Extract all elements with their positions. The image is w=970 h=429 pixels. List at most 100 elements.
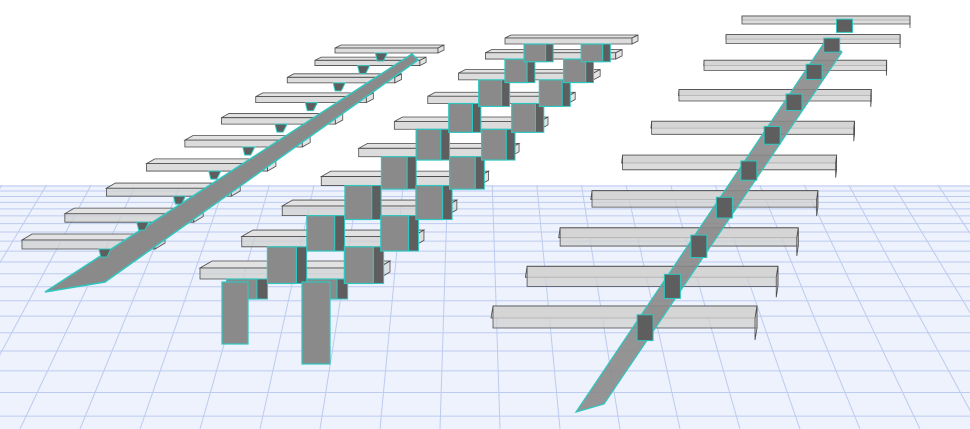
stringer-connector <box>636 314 654 342</box>
zigzag-stringer-side <box>372 246 385 284</box>
grid-line <box>937 184 970 235</box>
zigzag-stringer-block <box>380 215 410 252</box>
zigzag-stringer-block <box>266 246 298 285</box>
tread-front <box>504 37 633 45</box>
stringer-connector <box>763 125 781 145</box>
stringer-bracket <box>274 123 288 133</box>
zigzag-stringer-side <box>336 278 349 300</box>
tread-front <box>526 265 779 287</box>
grid-line <box>714 184 801 429</box>
zigzag-stringer-side <box>334 215 346 252</box>
tread-side <box>775 266 779 298</box>
zigzag-stringer-side <box>534 103 545 133</box>
stringer-bracket <box>172 195 187 205</box>
stringer-leg <box>301 281 331 365</box>
stringer-bracket <box>332 82 346 92</box>
tread-side <box>870 89 872 108</box>
zigzag-stringer-side <box>585 58 594 84</box>
grid-line <box>259 184 315 429</box>
zigzag-stringer-side <box>472 103 482 133</box>
stringer-bracket <box>98 248 112 258</box>
stringer-connector <box>823 37 841 53</box>
zigzag-stringer-side <box>442 185 453 221</box>
zigzag-stringer-side <box>406 156 417 190</box>
tread-side <box>754 305 758 341</box>
tread-top <box>504 34 639 39</box>
zigzag-stringer-side <box>561 79 571 107</box>
tread-front <box>651 120 855 135</box>
zigzag-stringer-side <box>505 128 516 161</box>
tread-side <box>615 48 623 60</box>
zigzag-stringer-side <box>295 246 308 284</box>
tread-side <box>796 227 799 256</box>
tread-front <box>678 89 872 102</box>
stringer <box>44 53 420 293</box>
zigzag-stringer-block <box>448 156 476 190</box>
stringer-connector <box>663 273 681 299</box>
stair-double-stringer[interactable] <box>198 34 639 365</box>
grid-line <box>0 184 47 264</box>
zigzag-stringer-block <box>306 215 336 252</box>
stringer-connector <box>715 196 733 219</box>
grid-line <box>0 184 92 356</box>
tread-side <box>816 190 819 217</box>
stringer-bracket <box>374 52 389 62</box>
zigzag-stringer-side <box>474 156 485 190</box>
tread-front <box>334 47 439 54</box>
zigzag-stringer-block <box>448 102 474 133</box>
zigzag-stringer-block <box>415 128 442 161</box>
stringer-connector <box>740 160 758 181</box>
tread-front <box>703 59 888 71</box>
zigzag-stringer-side <box>501 79 511 107</box>
grid-line <box>803 184 921 429</box>
stringer-bracket <box>304 102 319 112</box>
tread-side <box>853 121 855 142</box>
stringer-bracket <box>242 146 256 156</box>
stringer-bracket <box>208 170 222 180</box>
stringer-connector <box>785 93 803 111</box>
zigzag-stringer-block <box>415 184 444 221</box>
grid-line <box>139 184 226 429</box>
zigzag-stringer-side <box>545 43 554 63</box>
tread-side <box>437 44 445 54</box>
stair-central-stringer[interactable] <box>490 15 911 414</box>
grid-line <box>893 184 970 314</box>
zigzag-stringer-block <box>580 43 604 63</box>
tread-front <box>741 15 911 25</box>
stringer-connector <box>805 63 823 80</box>
grid-line <box>759 184 861 429</box>
zigzag-stringer-side <box>371 185 382 221</box>
grid-line <box>319 184 360 429</box>
tread-top <box>334 44 445 49</box>
zigzag-stringer-block <box>523 43 547 63</box>
tread-front <box>591 190 819 208</box>
zigzag-stringer-block <box>504 58 528 84</box>
tread-side <box>835 155 838 178</box>
zigzag-stringer-block <box>344 184 373 221</box>
zigzag-stringer-block <box>562 58 587 84</box>
zigzag-stringer-block <box>538 79 563 107</box>
tread-side <box>394 73 402 84</box>
tread-side <box>631 34 639 45</box>
grid-line <box>19 184 137 429</box>
stringer-connector <box>690 234 708 259</box>
tread-front <box>725 34 901 44</box>
zigzag-stringer-block <box>478 79 503 107</box>
zigzag-stringer-side <box>408 215 419 252</box>
grid-line <box>848 184 970 412</box>
zigzag-stringer-block <box>511 102 537 133</box>
tread-front <box>622 154 838 171</box>
grid-line <box>439 184 449 429</box>
zigzag-stringer-block <box>481 128 507 161</box>
tread-front <box>559 227 799 247</box>
stringer-bracket <box>356 65 371 75</box>
stair-single-stringer[interactable] <box>20 44 445 293</box>
zigzag-stringer-side <box>526 58 536 84</box>
stringer-bracket <box>136 221 150 231</box>
zigzag-stringer-side <box>440 128 451 161</box>
tread-side <box>419 56 427 67</box>
zigzag-stringer-side <box>256 278 269 300</box>
zigzag-stringer-side <box>602 43 611 63</box>
